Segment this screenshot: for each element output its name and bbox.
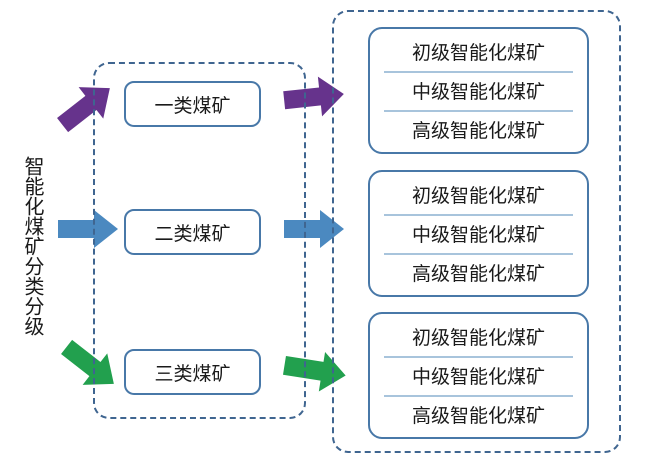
level-row-label: 高级智能化煤矿 [411, 264, 545, 285]
level-row-advanced[interactable]: 高级智能化煤矿 [370, 395, 587, 434]
level-row-label: 初级智能化煤矿 [411, 328, 545, 349]
level-row-advanced[interactable]: 高级智能化煤矿 [370, 110, 587, 149]
level-group-container: 初级智能化煤矿 中级智能化煤矿 高级智能化煤矿 初级智能化煤矿 中级智能化煤矿 … [332, 10, 621, 453]
level-box-2[interactable]: 初级智能化煤矿 中级智能化煤矿 高级智能化煤矿 [368, 170, 589, 297]
page-title: 智能化煤矿分类分级 [21, 156, 43, 336]
level-row-intermediate[interactable]: 中级智能化煤矿 [370, 214, 587, 253]
class-group-container: 一类煤矿 二类煤矿 三类煤矿 [93, 62, 306, 419]
level-box-1[interactable]: 初级智能化煤矿 中级智能化煤矿 高级智能化煤矿 [368, 27, 589, 154]
level-row-label: 中级智能化煤矿 [411, 225, 545, 246]
level-row-intermediate[interactable]: 中级智能化煤矿 [370, 356, 587, 395]
level-row-primary[interactable]: 初级智能化煤矿 [370, 317, 587, 356]
level-row-label: 中级智能化煤矿 [411, 82, 545, 103]
level-row-label: 中级智能化煤矿 [411, 367, 545, 388]
class-box-3-label: 三类煤矿 [154, 363, 231, 385]
class-box-1[interactable]: 一类煤矿 [124, 81, 261, 127]
level-box-3[interactable]: 初级智能化煤矿 中级智能化煤矿 高级智能化煤矿 [368, 312, 589, 439]
level-row-label: 高级智能化煤矿 [411, 406, 545, 427]
level-row-primary[interactable]: 初级智能化煤矿 [370, 175, 587, 214]
level-row-primary[interactable]: 初级智能化煤矿 [370, 32, 587, 71]
class-box-3[interactable]: 三类煤矿 [124, 349, 261, 395]
level-row-intermediate[interactable]: 中级智能化煤矿 [370, 71, 587, 110]
level-row-label: 初级智能化煤矿 [411, 186, 545, 207]
class-box-2-label: 二类煤矿 [154, 223, 231, 245]
level-row-label: 高级智能化煤矿 [411, 121, 545, 142]
class-box-2[interactable]: 二类煤矿 [124, 209, 261, 255]
class-box-1-label: 一类煤矿 [154, 95, 231, 117]
level-row-label: 初级智能化煤矿 [411, 43, 545, 64]
level-row-advanced[interactable]: 高级智能化煤矿 [370, 253, 587, 292]
